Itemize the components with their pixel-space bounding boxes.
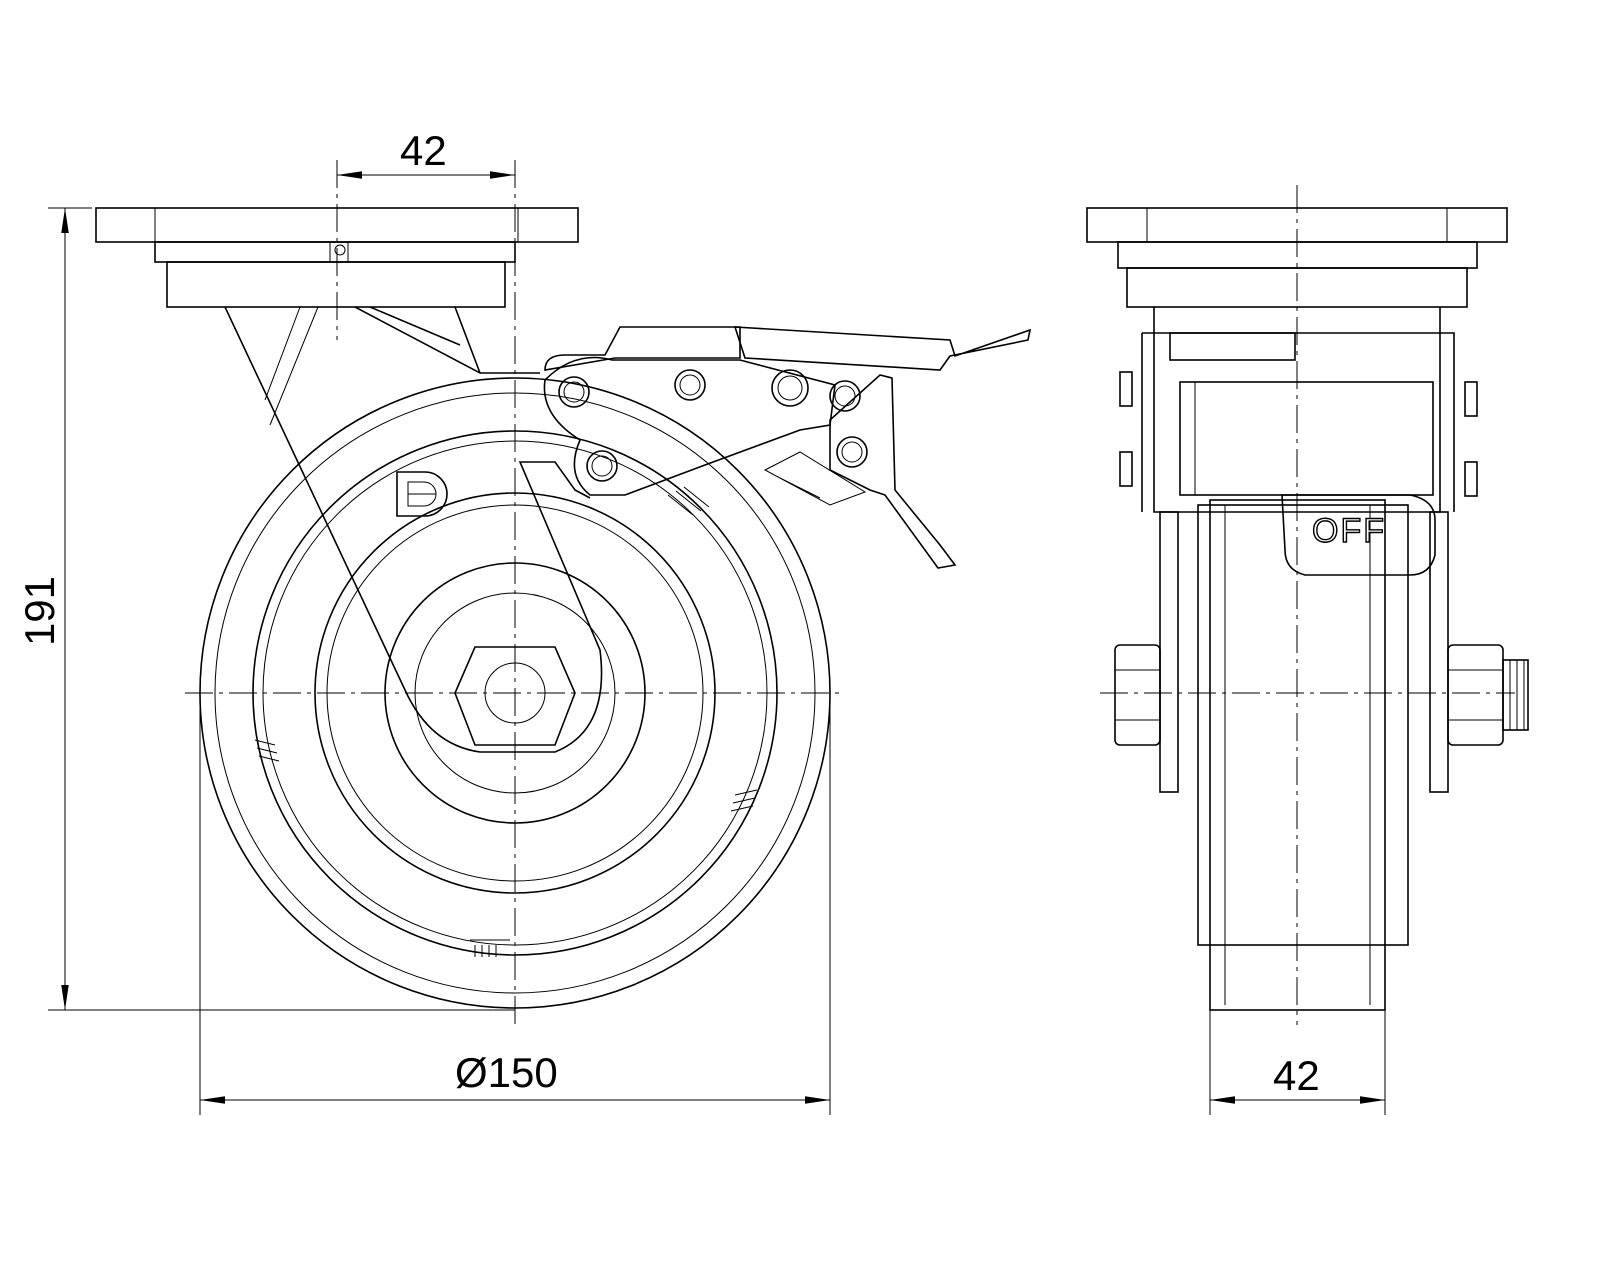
wheel-side bbox=[1197, 499, 1409, 1011]
brake-pedal-off bbox=[1281, 494, 1436, 576]
brand-logo bbox=[396, 471, 448, 517]
center-lines bbox=[185, 160, 845, 1025]
fork-side bbox=[1119, 307, 1478, 793]
dimension-label-top-offset: 42 bbox=[400, 127, 447, 174]
side-dimension-lines bbox=[1209, 1010, 1386, 1115]
brake-off-label: OFF bbox=[1311, 511, 1386, 550]
side-center-lines bbox=[1100, 185, 1515, 1025]
brake-lever bbox=[543, 326, 1032, 569]
axle-side bbox=[1114, 644, 1529, 746]
dimension-label-height: 191 bbox=[16, 575, 63, 647]
side-view bbox=[1086, 185, 1529, 1115]
fork bbox=[224, 306, 603, 753]
front-view bbox=[48, 160, 1032, 1115]
dimension-label-wheel-diameter: Ø150 bbox=[455, 1049, 558, 1096]
dimension-label-wheel-width: 42 bbox=[1273, 1052, 1320, 1099]
grease-nipple-icon bbox=[334, 244, 346, 256]
dimension-lines bbox=[48, 171, 831, 1115]
